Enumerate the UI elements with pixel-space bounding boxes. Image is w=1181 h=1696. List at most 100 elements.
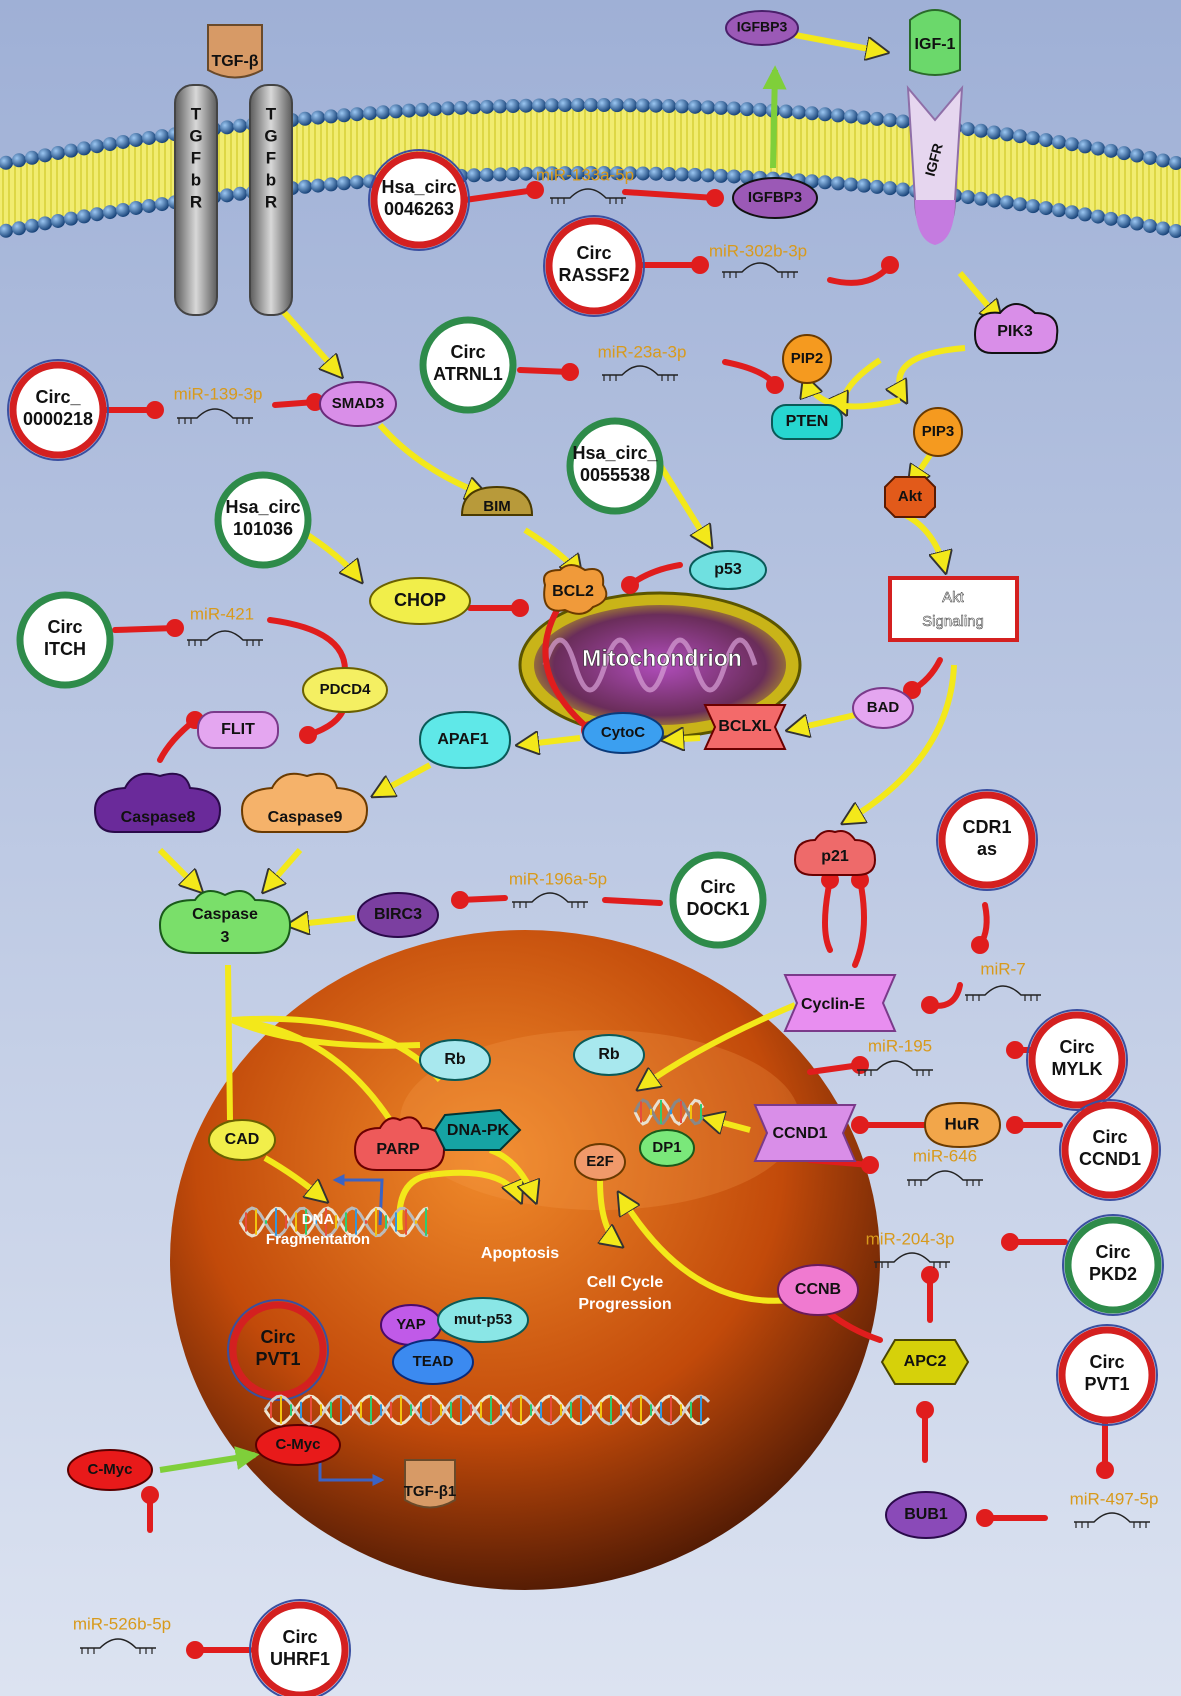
circ-pvt1-right[interactable]: Circ PVT1 <box>1056 1324 1158 1426</box>
node-ccnb[interactable]: CCNB <box>777 1264 859 1316</box>
lipid-head <box>1091 209 1105 224</box>
node-pten[interactable]: PTEN <box>771 404 843 440</box>
node-tead[interactable]: TEAD <box>392 1339 474 1385</box>
circ-0000218[interactable]: Circ_ 0000218 <box>7 359 109 461</box>
circ-rassf2-line2: RASSF2 <box>558 265 629 285</box>
circ-hsa-0046263-line2: 0046263 <box>384 199 454 219</box>
circ-dock1-line2: DOCK1 <box>686 899 749 919</box>
circ-hsa-0046263[interactable]: Hsa_circ 0046263 <box>368 149 470 251</box>
node-cmyc-out[interactable]: C-Myc <box>67 1449 153 1491</box>
lipid-head <box>493 167 507 182</box>
node-pik3[interactable]: PIK3 <box>973 303 1059 354</box>
node-bub1[interactable]: BUB1 <box>885 1491 967 1539</box>
lipid-head <box>1026 199 1040 214</box>
node-flit-label: FLIT <box>221 721 255 738</box>
node-tgfb1[interactable]: TGF-β1 <box>404 1459 457 1509</box>
circ-atrnl1-line2: ATRNL1 <box>433 364 503 384</box>
node-bcl2[interactable]: BCL2 <box>543 564 608 615</box>
node-rb-left[interactable]: Rb <box>419 1039 491 1081</box>
node-caspase3[interactable]: Caspase 3 <box>158 890 292 954</box>
node-p21[interactable]: p21 <box>793 830 877 876</box>
lipid-head <box>571 98 585 113</box>
circ-dock1[interactable]: Circ DOCK1 <box>669 851 767 949</box>
lipid-head <box>506 167 520 182</box>
circ-rassf2[interactable]: Circ RASSF2 <box>543 215 645 317</box>
node-mut-p53-label: mut-p53 <box>454 1311 512 1328</box>
tgfbr-letter: T <box>266 104 277 123</box>
node-flit[interactable]: FLIT <box>197 711 279 749</box>
circ-atrnl1[interactable]: Circ ATRNL1 <box>419 316 517 414</box>
node-pdcd4[interactable]: PDCD4 <box>302 667 388 713</box>
node-pip2[interactable]: PIP2 <box>782 334 832 384</box>
lipid-head <box>233 186 247 201</box>
circ-cdr1as-line1: CDR1 <box>962 817 1011 837</box>
node-ccnb-label: CCNB <box>795 1281 841 1298</box>
node-pip3[interactable]: PIP3 <box>913 407 963 457</box>
node-cad[interactable]: CAD <box>208 1119 276 1161</box>
node-cytoc[interactable]: CytoC <box>582 712 664 754</box>
node-mut-p53[interactable]: mut-p53 <box>437 1297 529 1343</box>
lipid-head <box>714 168 728 183</box>
lipid-head <box>311 110 325 125</box>
circ-pvt1-nucleus[interactable]: Circ PVT1 <box>227 1299 329 1401</box>
node-caspase8[interactable]: Caspase8 <box>93 772 222 833</box>
circ-ccnd1[interactable]: Circ CCND1 <box>1059 1099 1161 1201</box>
lipid-head <box>1130 216 1144 231</box>
circ-itch[interactable]: Circ ITCH <box>16 591 114 689</box>
node-akt-signaling[interactable]: Akt Signaling <box>888 576 1019 642</box>
activation-lines <box>157 32 1000 1486</box>
node-parp[interactable]: PARP <box>353 1116 446 1171</box>
node-smad3[interactable]: SMAD3 <box>319 381 397 427</box>
lipid-head <box>896 114 910 129</box>
node-akt-signaling-line2: Signaling <box>922 613 984 630</box>
lipid-head <box>610 166 624 181</box>
node-ccnd1[interactable]: CCND1 <box>753 1104 857 1162</box>
node-bad[interactable]: BAD <box>852 687 914 729</box>
circ-cdr1as[interactable]: CDR1 as <box>936 789 1038 891</box>
lipid-head <box>1104 143 1118 158</box>
dna-strand <box>633 1098 705 1126</box>
mirna-646-label: miR-646 <box>913 1146 977 1165</box>
node-bclxl[interactable]: BCLXL <box>703 704 787 750</box>
lipid-head <box>1156 153 1170 168</box>
node-chop[interactable]: CHOP <box>369 577 471 625</box>
node-birc3[interactable]: BIRC3 <box>357 892 439 938</box>
tgfbr-letter: R <box>190 192 202 211</box>
node-tgfb1-label: TGF-β1 <box>404 1483 457 1500</box>
node-rb-left-label: Rb <box>444 1051 466 1068</box>
tgfbr-letter: F <box>266 148 276 167</box>
node-akt[interactable]: Akt <box>884 476 936 518</box>
lipid-head <box>623 98 637 113</box>
circ-hsa-0055538[interactable]: Hsa_circ_ 0055538 <box>566 417 664 515</box>
node-caspase8-label: Caspase8 <box>121 809 196 826</box>
lipid-head <box>493 99 507 114</box>
lipid-head <box>1130 148 1144 163</box>
lipid-head <box>584 98 598 113</box>
node-bim[interactable]: BIM <box>460 485 534 516</box>
node-igfbp3[interactable]: IGFBP3 <box>732 177 818 219</box>
lipid-head <box>103 137 117 152</box>
lipid-head <box>1104 211 1118 226</box>
node-dna-pk[interactable]: DNA-PK <box>433 1108 522 1151</box>
circ-mylk[interactable]: Circ MYLK <box>1026 1009 1128 1111</box>
node-apc2[interactable]: APC2 <box>880 1339 970 1385</box>
node-akt-signaling-line1: Akt <box>942 589 965 606</box>
circ-hsa-101036[interactable]: Hsa_circ 101036 <box>214 471 312 569</box>
hairpin-glyph <box>177 408 253 419</box>
node-caspase9[interactable]: Caspase9 <box>240 772 369 833</box>
node-cyclin-e[interactable]: Cyclin-E <box>783 974 897 1032</box>
node-cmyc-in[interactable]: C-Myc <box>255 1424 341 1466</box>
node-apaf1[interactable]: APAF1 <box>418 710 512 770</box>
circ-uhrf1[interactable]: Circ UHRF1 <box>249 1599 351 1696</box>
node-rb-right[interactable]: Rb <box>573 1034 645 1076</box>
mirna-195-label: miR-195 <box>868 1036 932 1055</box>
circ-pkd2[interactable]: Circ PKD2 <box>1062 1214 1164 1316</box>
lipid-head <box>155 129 169 144</box>
node-yap[interactable]: YAP <box>380 1304 442 1346</box>
node-e2f[interactable]: E2F <box>574 1143 626 1181</box>
node-dp1[interactable]: DP1 <box>639 1129 695 1167</box>
node-p53[interactable]: p53 <box>689 550 767 590</box>
lipid-head <box>64 211 78 226</box>
circ-hsa-101036-line1: Hsa_circ <box>225 497 300 517</box>
node-hur[interactable]: HuR <box>923 1101 1002 1149</box>
